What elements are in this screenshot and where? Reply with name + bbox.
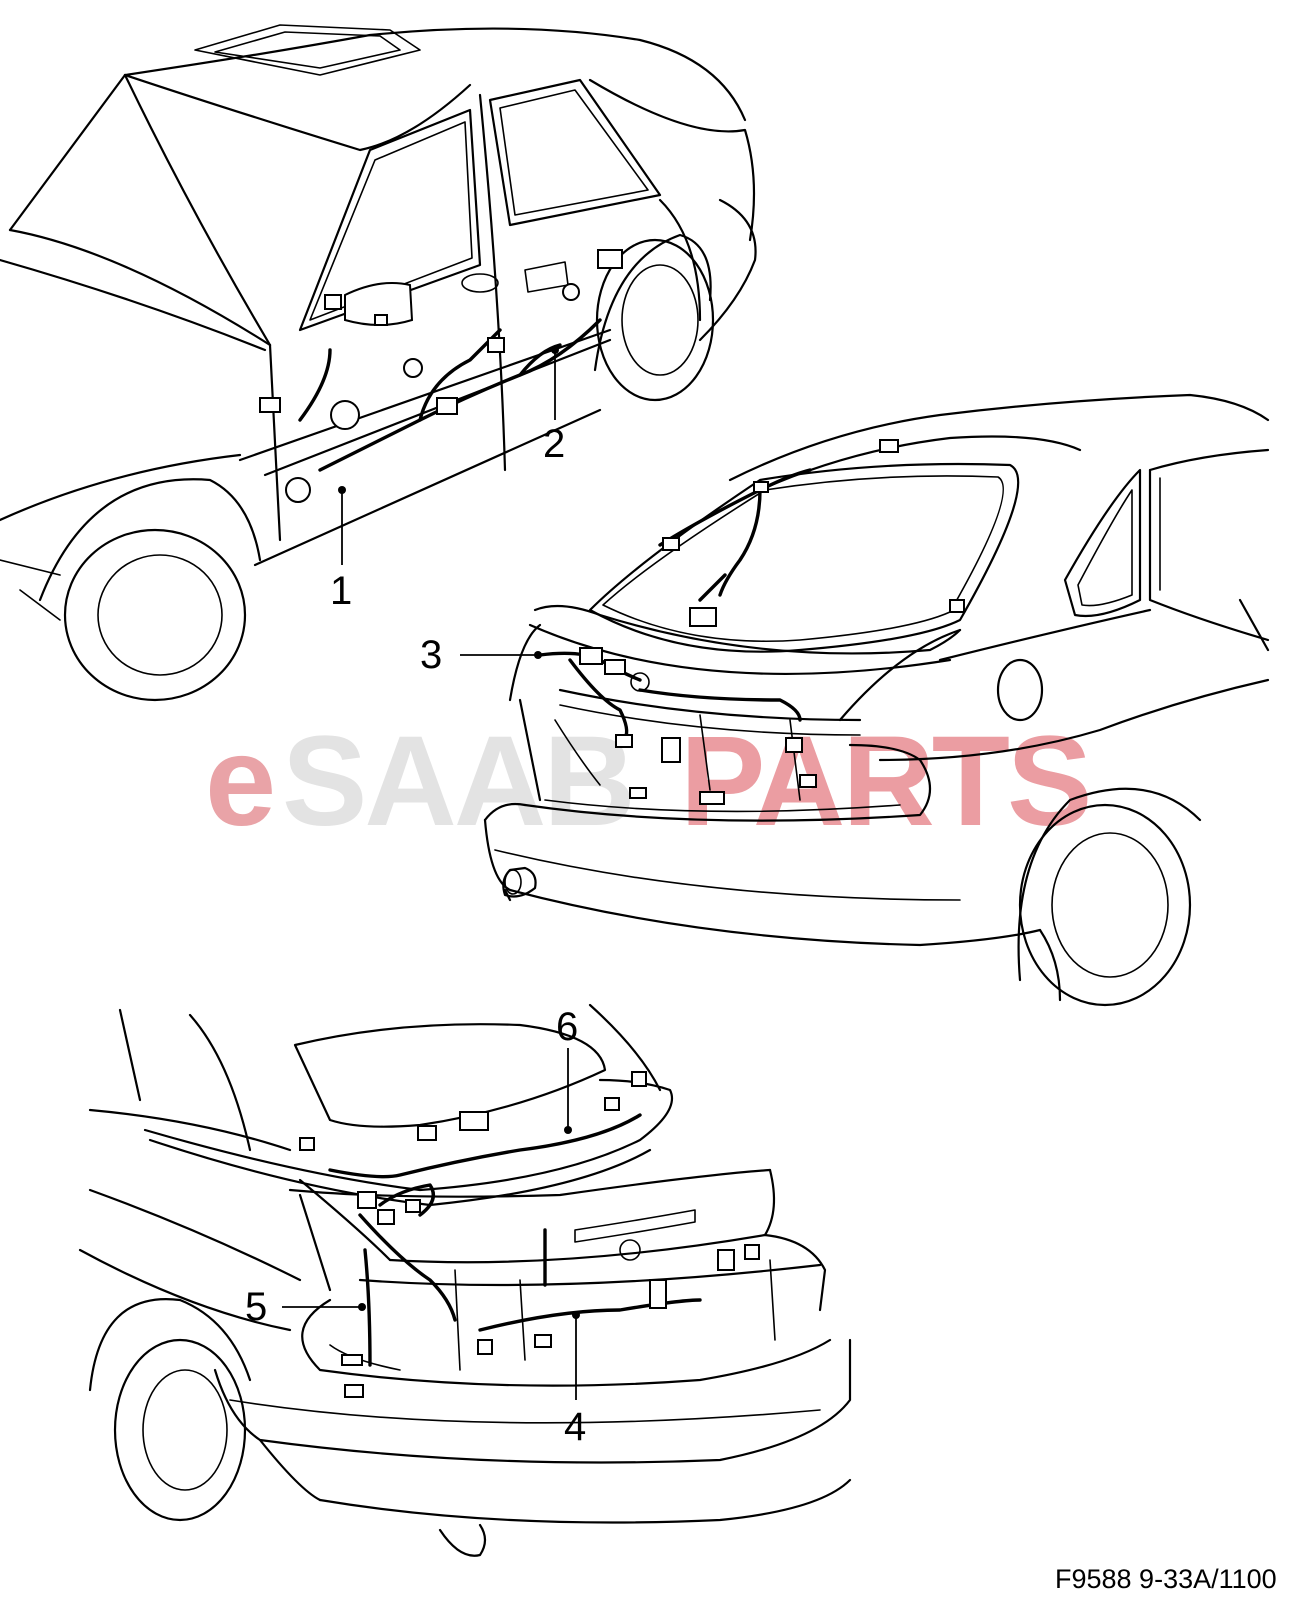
callout-2: 2	[543, 422, 565, 466]
watermark-saab: SAAB	[282, 710, 633, 853]
watermark: e SAAB PARTS	[205, 710, 1092, 853]
callout-4: 4	[564, 1405, 586, 1449]
callout-1: 1	[330, 569, 352, 613]
figure-reference: F9588 9-33A/1100	[1055, 1564, 1277, 1594]
callout-3: 3	[420, 633, 442, 677]
watermark-parts: PARTS	[680, 710, 1089, 853]
callout-6: 6	[556, 1005, 578, 1049]
car-hatchback-rear: 3	[420, 393, 1270, 1007]
callout-5: 5	[245, 1285, 267, 1329]
car-side-view: 1 2	[0, 24, 757, 702]
watermark-e: e	[205, 710, 273, 853]
car-sedan-rear: 4 5 6	[78, 1003, 852, 1557]
